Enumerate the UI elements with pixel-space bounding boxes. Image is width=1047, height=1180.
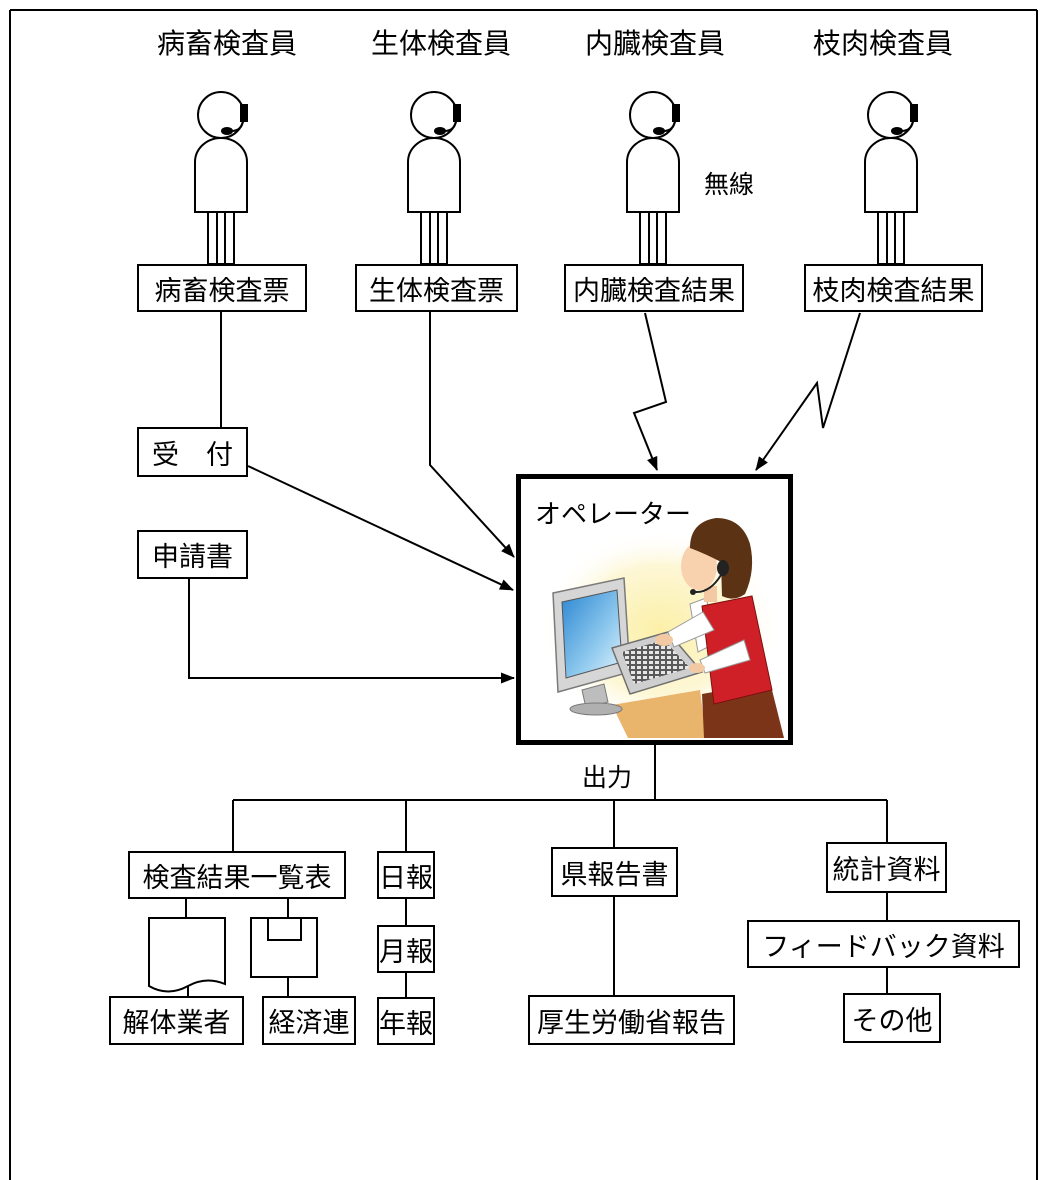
arrow-reception-to-operator	[247, 465, 514, 591]
headset-icon	[717, 560, 729, 576]
inspector-headset-icon	[194, 91, 248, 265]
inspector-title-viscera: 内臓検査員	[584, 27, 725, 60]
operator-box: オペレーター	[516, 474, 793, 745]
inspector-title-carcass: 枝肉検査員	[812, 27, 953, 60]
feedback-box: フィードバック資料	[747, 920, 1020, 968]
economic-federation-box: 経済連	[262, 996, 356, 1045]
arrow-application-to-operator	[188, 579, 515, 684]
statistics-box: 統計資料	[826, 842, 947, 893]
inspector-headset-icon	[407, 91, 461, 265]
ministry-report-box: 厚生労働省報告	[528, 995, 735, 1045]
reception-box: 受 付	[137, 427, 248, 477]
annual-report-box: 年報	[377, 997, 435, 1045]
inspector-headset-icon	[864, 91, 918, 265]
prefectural-report-box: 県報告書	[551, 847, 678, 897]
operator-at-computer-illustration	[540, 518, 784, 738]
inspector-title-live-animal: 生体検査員	[370, 27, 511, 60]
outer-frame	[9, 9, 1038, 1180]
record-box-live-animal: 生体検査票	[355, 264, 518, 312]
wireless-arrow-carcass-to-operator	[755, 312, 861, 471]
wireless-label: 無線	[704, 170, 755, 199]
printed-document-icon	[148, 917, 226, 993]
daily-report-box: 日報	[377, 851, 435, 899]
floppy-disk-icon	[250, 917, 318, 978]
record-box-viscera: 内臓検査結果	[564, 264, 744, 312]
output-label: 出力	[582, 763, 633, 792]
desk	[612, 690, 706, 738]
operator-label: オペレーター	[535, 500, 692, 530]
record-box-diseased-animal: 病畜検査票	[137, 264, 307, 312]
inspector-title-diseased-animal: 病畜検査員	[156, 27, 297, 60]
inspector-headset-icon	[626, 91, 680, 265]
record-box-carcass: 枝肉検査結果	[804, 264, 983, 312]
monthly-report-box: 月報	[377, 925, 435, 973]
wireless-arrow-viscera-to-operator	[632, 312, 668, 471]
slaughter-operators-box: 解体業者	[109, 996, 244, 1045]
application-box: 申請書	[137, 530, 248, 579]
other-box: その他	[843, 993, 941, 1043]
inspection-results-list-box: 検査結果一覧表	[128, 851, 346, 899]
arrow-live-record-to-operator	[429, 312, 515, 558]
